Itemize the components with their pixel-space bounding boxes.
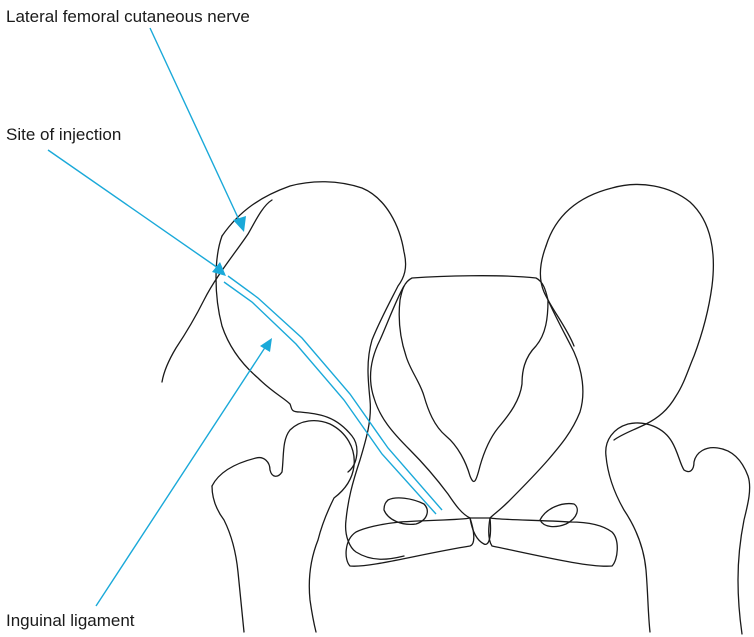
pointer-ingligament-line xyxy=(96,346,266,606)
right-femur-medial xyxy=(606,456,650,632)
left-pelvic-inlet xyxy=(371,286,470,518)
left-femur-outline xyxy=(212,421,354,632)
pointer-ingligament-arrowhead xyxy=(260,338,272,352)
right-obturator-foramen xyxy=(540,504,577,527)
pointer-lfcn-line xyxy=(150,28,240,222)
right-ilium-outline xyxy=(546,184,713,440)
pointer-lfcn-arrowhead xyxy=(233,216,246,232)
inguinal-ligament-line-2 xyxy=(228,276,442,510)
inguinal-ligament-line-1 xyxy=(224,282,436,514)
pointer-site-line xyxy=(48,150,218,268)
left-pubic-ramus xyxy=(346,518,474,566)
right-femur-outline xyxy=(606,423,750,634)
right-pubic-ramus xyxy=(489,518,618,566)
sacrum-outline xyxy=(399,276,548,482)
left-femur-lateral xyxy=(212,486,244,632)
right-pelvic-inlet xyxy=(490,300,583,518)
right-ilium-medial xyxy=(540,246,574,346)
